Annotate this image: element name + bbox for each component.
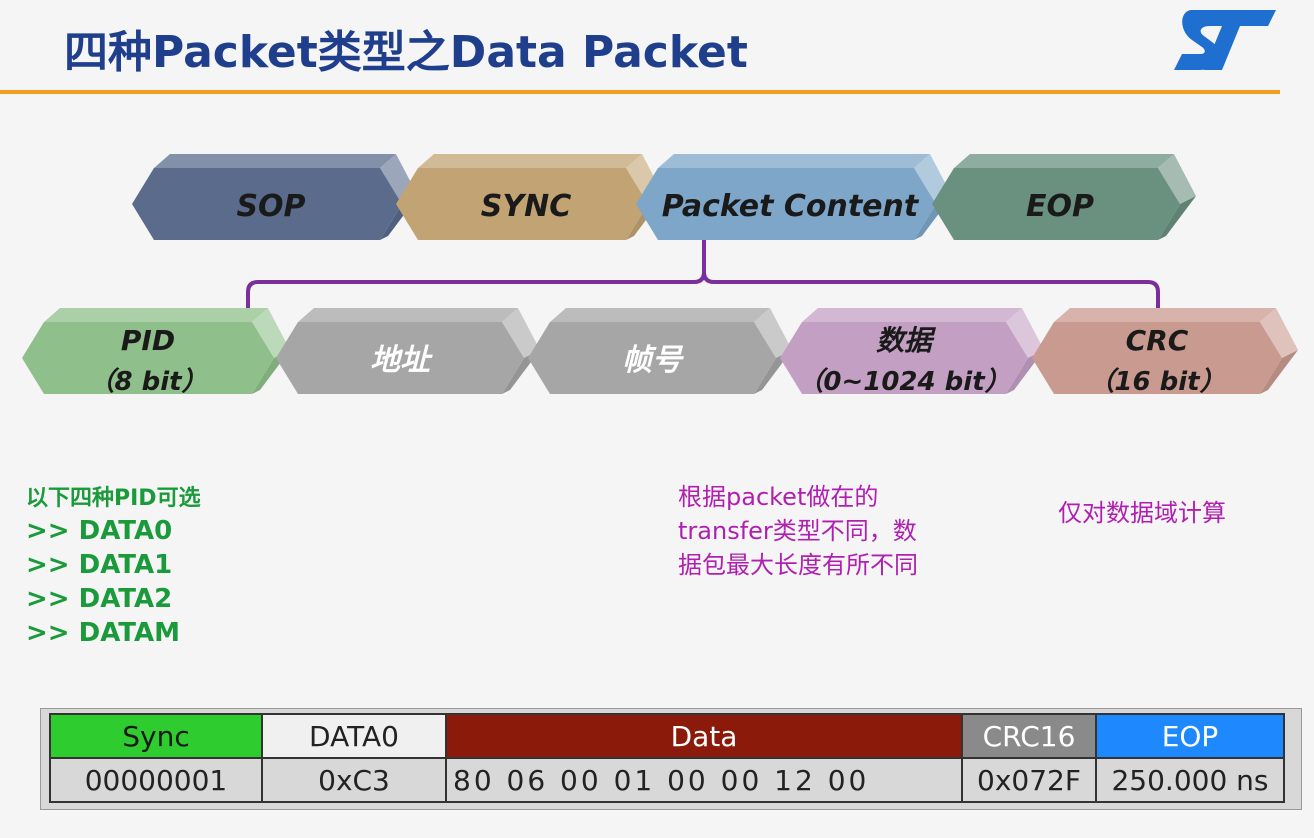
table-header-row: Sync DATA0 Data CRC16 EOP bbox=[49, 713, 1285, 759]
table-value-row: 00000001 0xC3 80 06 00 01 00 00 12 00 0x… bbox=[49, 757, 1285, 803]
data-note-line2: transfer类型不同，数 bbox=[678, 517, 917, 545]
content-field-name-1: 地址 bbox=[370, 343, 433, 378]
value-data: 80 06 00 01 00 00 12 00 bbox=[445, 757, 963, 803]
data-note-line1: 根据packet做在的 bbox=[678, 483, 879, 511]
bracket-right bbox=[702, 271, 1160, 322]
content-field-1 bbox=[276, 308, 540, 394]
header-eop: EOP bbox=[1095, 713, 1285, 759]
pid-notes-heading: 以下四种PID可选 bbox=[26, 486, 201, 511]
value-sync: 00000001 bbox=[49, 757, 263, 803]
header-crc: CRC16 bbox=[961, 713, 1097, 759]
content-field-size-4: （16 bit） bbox=[1088, 367, 1225, 397]
content-field-name-0: PID bbox=[121, 324, 175, 357]
page-title: 四种Packet类型之Data Packet bbox=[64, 27, 748, 78]
content-field-size-0: （8 bit） bbox=[88, 367, 207, 397]
header-data: Data bbox=[445, 713, 963, 759]
pid-option-datam: >> DATAM bbox=[26, 618, 181, 648]
content-field-name-2: 帧号 bbox=[622, 343, 684, 378]
value-eop: 250.000 ns bbox=[1095, 757, 1285, 803]
content-field-0 bbox=[22, 308, 290, 394]
crc-note: 仅对数据域计算 bbox=[1058, 499, 1226, 527]
data-note-line3: 据包最大长度有所不同 bbox=[678, 551, 918, 579]
pid-option-data1: >> DATA1 bbox=[26, 550, 173, 580]
packet-field-label-2: Packet Content bbox=[662, 189, 920, 224]
packet-field-label-3: EOP bbox=[1026, 189, 1094, 224]
content-field-size-3: （0~1024 bit） bbox=[797, 367, 1010, 397]
title-underline bbox=[0, 90, 1280, 94]
packet-diagram: SOP SYNC Packet Content EOP PID （8 bit） 地址 帧号 数据… bbox=[22, 154, 1298, 397]
pid-option-data2: >> DATA2 bbox=[26, 584, 173, 614]
packet-analyzer-table: Sync DATA0 Data CRC16 EOP 00000001 0xC3 … bbox=[40, 708, 1302, 810]
pid-option-data0: >> DATA0 bbox=[26, 516, 173, 546]
content-field-3 bbox=[780, 308, 1044, 394]
data-length-note: 根据packet做在的 transfer类型不同，数 据包最大长度有所不同 bbox=[678, 480, 1008, 582]
header-sync: Sync bbox=[49, 713, 263, 759]
packet-field-label-1: SYNC bbox=[481, 189, 571, 224]
packet-field-label-0: SOP bbox=[236, 189, 305, 224]
header-pid: DATA0 bbox=[261, 713, 447, 759]
content-field-name-4: CRC bbox=[1126, 324, 1189, 357]
st-logo bbox=[1174, 10, 1276, 70]
packet-table: Sync DATA0 Data CRC16 EOP 00000001 0xC3 … bbox=[49, 713, 1285, 803]
content-field-4 bbox=[1032, 308, 1298, 394]
content-field-name-3: 数据 bbox=[876, 324, 937, 357]
value-pid: 0xC3 bbox=[261, 757, 447, 803]
value-crc: 0x072F bbox=[961, 757, 1097, 803]
pid-notes: 以下四种PID可选 >> DATA0 >> DATA1 >> DATA2 >> … bbox=[26, 480, 201, 648]
packet-field-3 bbox=[932, 154, 1196, 240]
